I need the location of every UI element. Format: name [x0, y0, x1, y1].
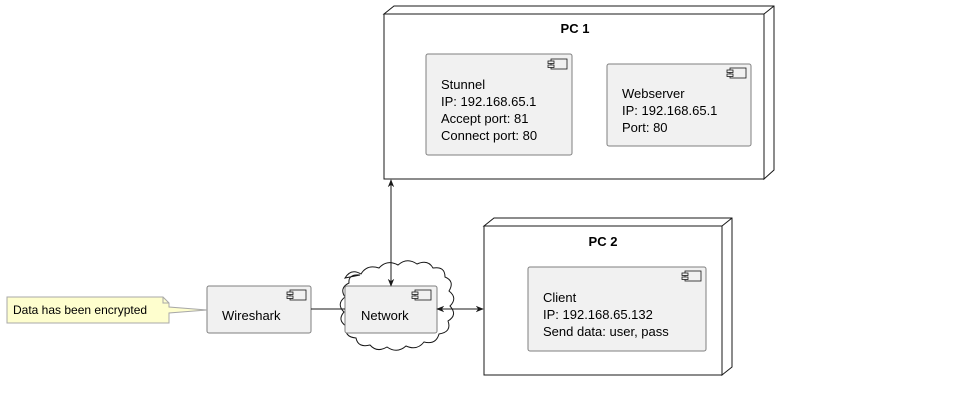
- network-label: Network: [361, 308, 409, 323]
- node-pc2-title: PC 2: [589, 234, 618, 249]
- component-icon: [681, 270, 702, 282]
- webserver-name: Webserver: [622, 86, 685, 101]
- note: Data has been encrypted: [6, 296, 208, 324]
- note-text: Data has been encrypted: [13, 303, 147, 317]
- stunnel-name: Stunnel: [441, 77, 485, 92]
- client-send-data: Send data: user, pass: [543, 324, 669, 339]
- client-ip: IP: 192.168.65.132: [543, 307, 653, 322]
- component-wireshark: Wireshark: [206, 285, 312, 334]
- component-client: Client IP: 192.168.65.132 Send data: use…: [527, 266, 707, 352]
- component-webserver: Webserver IP: 192.168.65.1 Port: 80: [606, 63, 752, 147]
- component-stunnel: Stunnel IP: 192.168.65.1 Accept port: 81…: [425, 53, 573, 156]
- webserver-port: Port: 80: [622, 120, 668, 135]
- stunnel-accept-port: Accept port: 81: [441, 111, 528, 126]
- component-network: Network: [344, 285, 438, 334]
- node-pc1-title: PC 1: [561, 21, 590, 36]
- wireshark-label: Wireshark: [222, 308, 281, 323]
- stunnel-connect-port: Connect port: 80: [441, 128, 537, 143]
- client-name: Client: [543, 290, 577, 305]
- component-icon: [726, 67, 747, 79]
- component-icon: [547, 58, 568, 70]
- stunnel-ip: IP: 192.168.65.1: [441, 94, 536, 109]
- webserver-ip: IP: 192.168.65.1: [622, 103, 717, 118]
- component-icon: [286, 289, 307, 301]
- component-icon: [411, 289, 432, 301]
